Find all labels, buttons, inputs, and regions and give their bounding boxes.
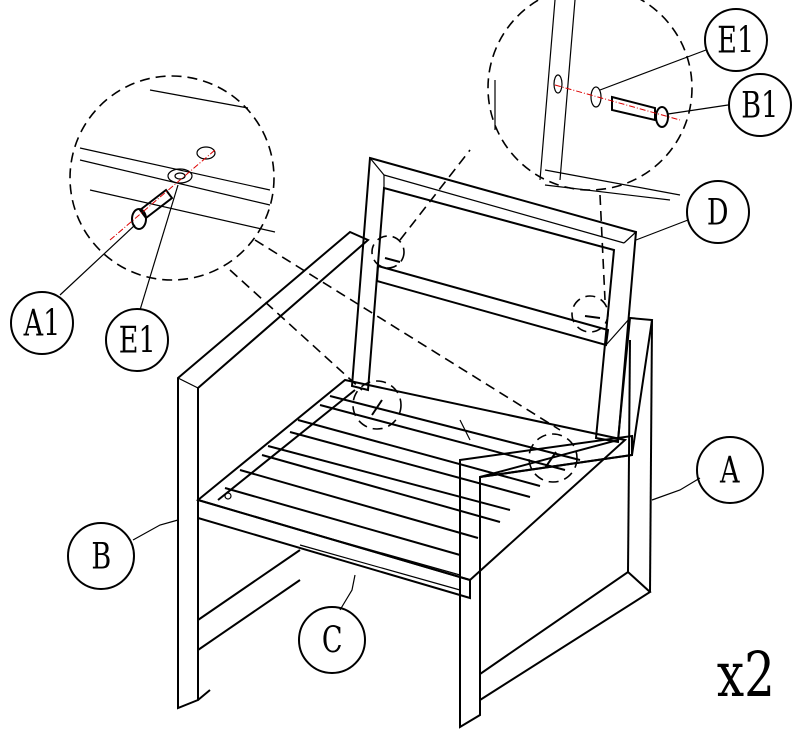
svg-text:E1: E1: [119, 319, 156, 362]
svg-text:B: B: [91, 535, 111, 578]
svg-text:C: C: [322, 619, 343, 662]
label-c: C: [298, 606, 366, 674]
screw-markers: [352, 235, 609, 483]
svg-text:B1: B1: [741, 84, 778, 127]
label-b: B: [67, 522, 135, 590]
svg-text:E1: E1: [717, 19, 754, 62]
svg-text:D: D: [707, 191, 729, 234]
label-b1: B1: [728, 73, 792, 137]
back-frame-d: [350, 156, 638, 444]
svg-text:A1: A1: [23, 302, 61, 345]
detail-right: [399, 0, 693, 301]
svg-text:A: A: [719, 449, 740, 492]
detail-left: [69, 75, 561, 431]
seat-frame-c: [195, 378, 628, 600]
label-a1: A1: [10, 291, 74, 355]
side-frame-a: [459, 316, 654, 729]
quantity-label: x2: [717, 639, 775, 711]
label-d: D: [686, 180, 750, 244]
side-frame-b: [177, 230, 370, 710]
label-e1-left: E1: [105, 308, 169, 372]
label-e1-top: E1: [704, 8, 768, 72]
leader-lines: [59, 49, 729, 611]
label-a: A: [696, 436, 764, 504]
